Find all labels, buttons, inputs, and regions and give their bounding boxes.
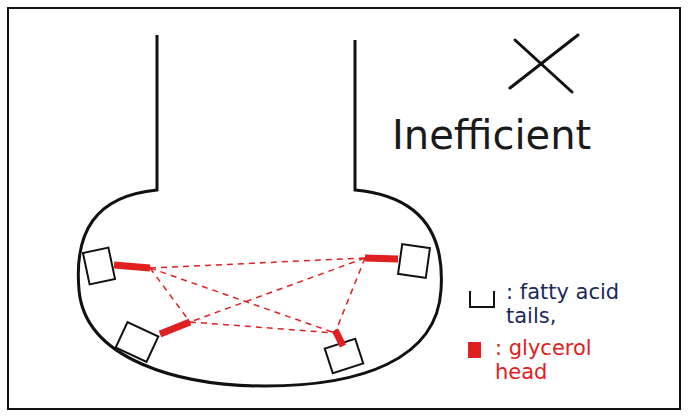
dashed-links <box>150 258 365 333</box>
legend-swatch <box>468 342 481 358</box>
heading-label: Inefficient <box>392 112 591 158</box>
frame <box>8 8 680 409</box>
tail-legend-symbol <box>470 291 494 307</box>
fatty-acid-tails <box>83 244 430 373</box>
cross-mark <box>510 35 578 92</box>
legend-row: : glycerol head <box>468 336 645 384</box>
legend-text: : glycerol head <box>495 336 645 384</box>
flask-outline <box>78 35 441 386</box>
glycerol-heads <box>114 258 398 346</box>
legend-row: : fatty acid tails, <box>468 280 666 328</box>
legend-text: : fatty acid tails, <box>506 280 666 328</box>
